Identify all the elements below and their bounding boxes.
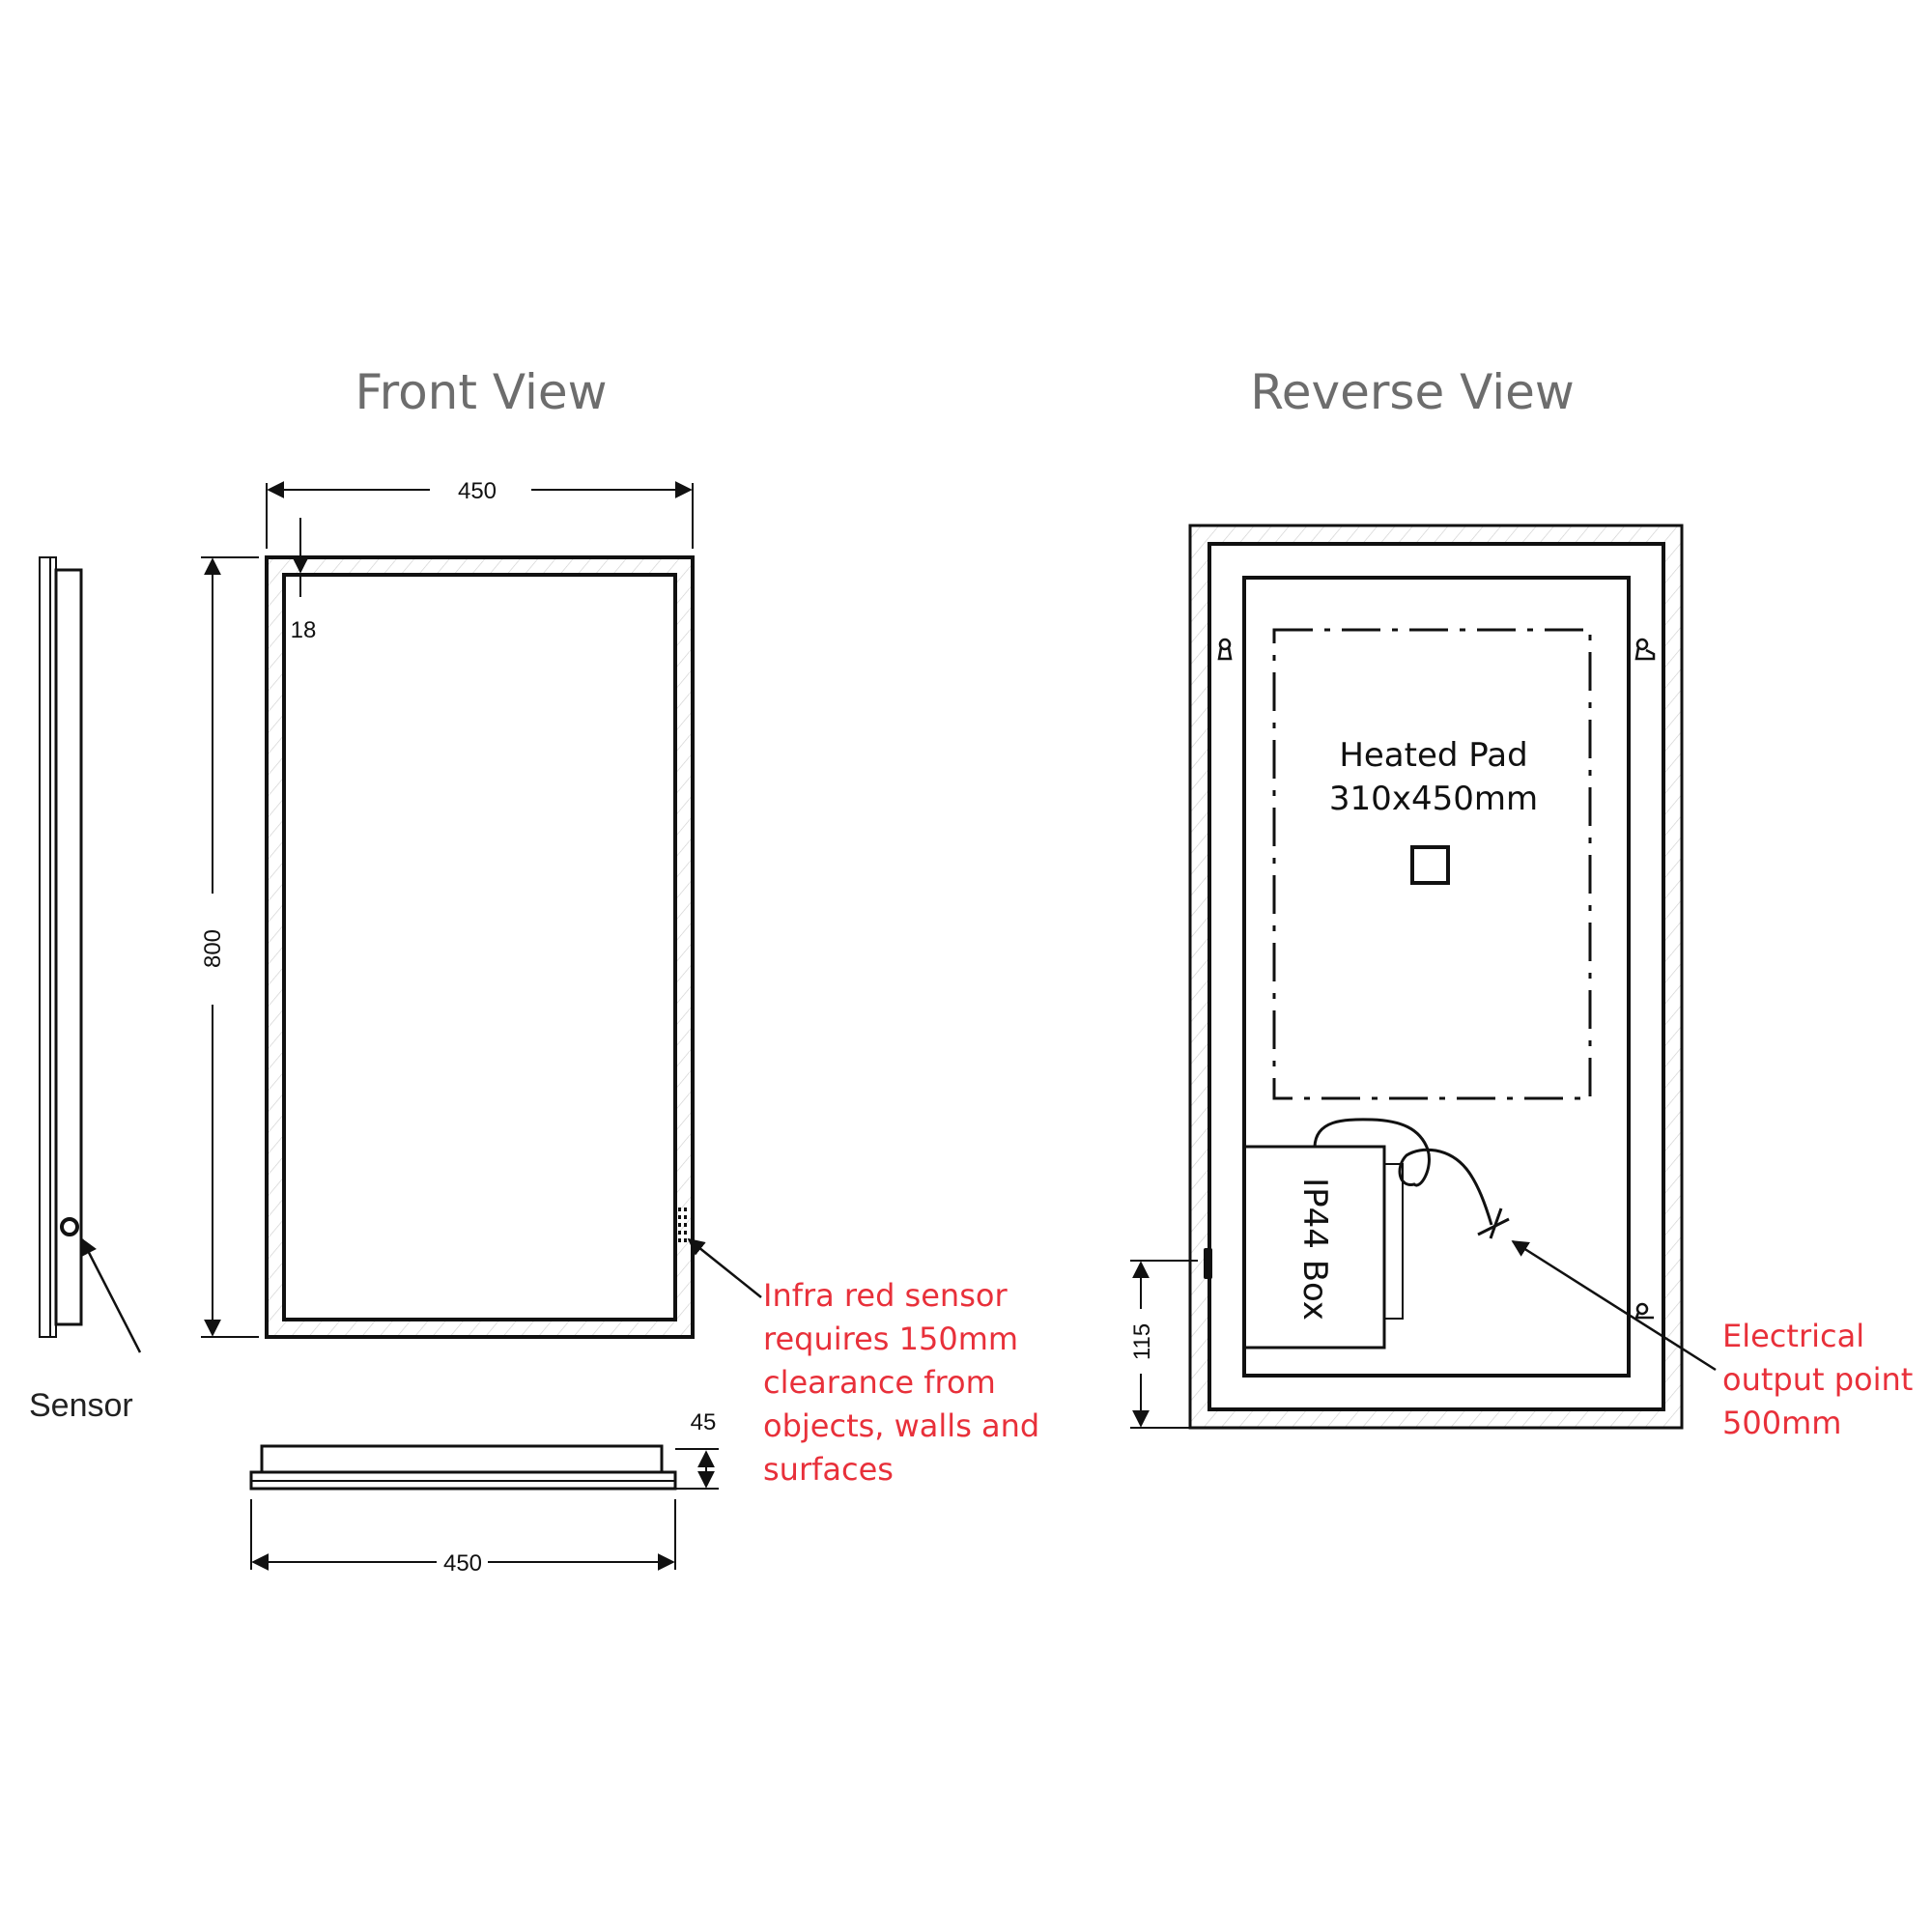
keyhole-hanger-icon — [1634, 638, 1656, 661]
output-point-icon — [1477, 1208, 1510, 1239]
infra-red-note-line: objects, walls and — [763, 1407, 1039, 1444]
bottom-width-label: 450 — [443, 1550, 482, 1577]
side-profile — [39, 556, 142, 1353]
side-height-label: 115 — [1129, 1323, 1155, 1360]
electrical-output-note: Electrical output point 500mm — [1722, 1318, 1923, 1441]
side-height-dimension — [1130, 1260, 1241, 1429]
infra-red-note-line: requires 150mm — [763, 1321, 1018, 1357]
electrical-output-note-line: 500mm — [1722, 1405, 1841, 1441]
bottom-profile — [249, 1444, 677, 1491]
depth-dimension — [675, 1448, 719, 1490]
electrical-output-note-line: Electrical — [1722, 1318, 1864, 1354]
front-height-dimension — [201, 556, 259, 1338]
ip44-box-label: IP44 Box — [1295, 1178, 1334, 1321]
sensor-label: Sensor — [29, 1387, 133, 1424]
sensor-icon — [60, 1217, 79, 1236]
sensor-leader-line — [80, 1237, 142, 1353]
front-mirror — [265, 555, 762, 1339]
depth-label: 45 — [691, 1409, 717, 1435]
heated-pad-area — [1272, 628, 1592, 1100]
front-width-label: 450 — [458, 478, 497, 504]
output-leader-line — [1511, 1239, 1717, 1372]
power-cable — [1313, 1118, 1493, 1226]
frame-thickness-label: 18 — [291, 617, 317, 643]
keyhole-hanger-icon — [1634, 1302, 1654, 1320]
front-height-label: 800 — [200, 929, 226, 968]
heated-pad-switch-icon — [1410, 845, 1450, 885]
ir-sensor-icon — [678, 1208, 687, 1242]
electrical-output-note-line: output point — [1722, 1361, 1913, 1398]
ir-sensor-leader-line — [687, 1237, 762, 1298]
front-width-dimension — [266, 481, 694, 549]
heated-pad-size: 310x450mm — [1329, 780, 1538, 818]
front-view-title: Front View — [355, 364, 607, 420]
infra-red-note: Infra red sensor requires 150mm clearanc… — [763, 1277, 1049, 1488]
infra-red-note-line: surfaces — [763, 1451, 894, 1488]
keyhole-hanger-icon — [1217, 638, 1233, 661]
infra-red-note-line: Infra red sensor — [763, 1277, 1008, 1314]
reverse-view-title: Reverse View — [1250, 364, 1575, 420]
side-switch-icon — [1204, 1248, 1212, 1279]
infra-red-note-line: clearance from — [763, 1364, 996, 1401]
bottom-width-dimension — [250, 1499, 676, 1571]
heated-pad-label: Heated Pad — [1339, 736, 1527, 775]
reverse-mirror — [1188, 524, 1717, 1430]
